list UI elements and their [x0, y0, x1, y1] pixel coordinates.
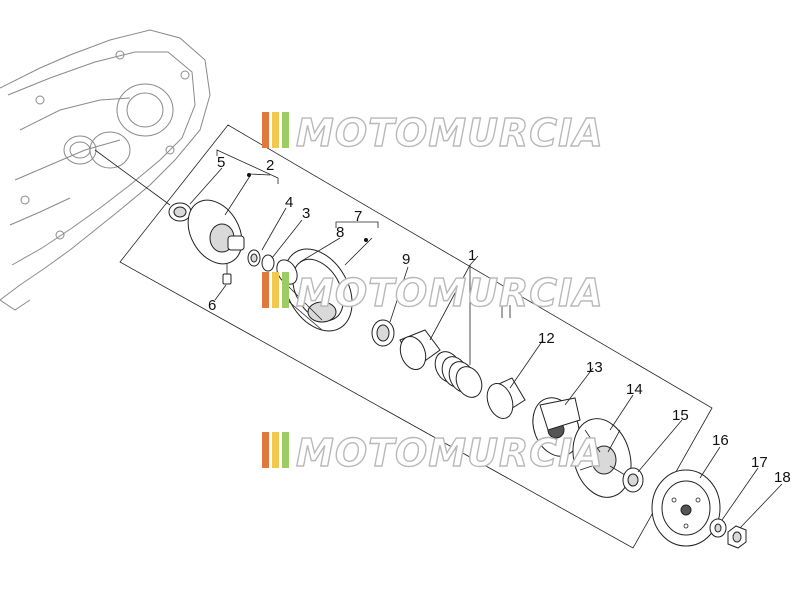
watermark-stripe-2 [272, 272, 279, 308]
callout-1: 1 [468, 247, 476, 264]
leader-lines [189, 167, 783, 529]
watermark-stripe-1 [262, 112, 269, 148]
fixed-half-pulley-part [187, 199, 245, 265]
callout-12: 12 [538, 330, 555, 347]
callout-13: 13 [586, 359, 603, 376]
drum-part [651, 469, 721, 547]
callout-labels: 1 2 3 4 5 6 7 8 9 12 13 14 15 16 17 18 [208, 154, 791, 486]
callout-7: 7 [354, 208, 362, 225]
watermark-stripe-3 [282, 432, 289, 468]
bushing-part [247, 249, 261, 267]
nut-part [727, 525, 747, 549]
group-dot [247, 173, 251, 177]
callout-4: 4 [285, 194, 293, 211]
washer-part [709, 518, 727, 538]
bearing-part [371, 319, 395, 347]
callout-6: 6 [208, 297, 216, 314]
assembly-boundary [119, 124, 713, 549]
watermark-logo-2: MOTOMURCIA [262, 270, 604, 316]
clutch-fan-part [572, 418, 632, 498]
callout-9: 9 [402, 251, 410, 268]
bolt-part [222, 264, 232, 285]
callout-16: 16 [712, 432, 729, 449]
group-dot [364, 238, 368, 242]
bracket-group-2 [216, 149, 279, 184]
watermark-stripe-2 [272, 432, 279, 468]
clutch-part [532, 397, 581, 457]
callout-14: 14 [626, 381, 643, 398]
callout-3: 3 [302, 205, 310, 222]
gasket-part [622, 467, 644, 493]
callout-8: 8 [336, 224, 344, 241]
watermark-stripe-1 [262, 432, 269, 468]
callout-15: 15 [672, 407, 689, 424]
watermark-text: MOTOMURCIA [296, 431, 604, 475]
callout-17: 17 [751, 454, 768, 471]
callout-2: 2 [266, 157, 274, 174]
spacer-part [486, 377, 526, 419]
callout-5: 5 [217, 154, 225, 171]
spring-part [434, 351, 483, 398]
watermark-text: MOTOMURCIA [296, 271, 604, 315]
watermark-logo-3: MOTOMURCIA [262, 430, 604, 476]
watermark: MOTOMURCIA MOTOMURCIA MOTOMURCIA [262, 110, 604, 476]
engine-housing [0, 29, 211, 311]
oil-seal-part [168, 202, 192, 222]
movable-half-pulley-part [276, 248, 353, 332]
sleeve-part [399, 329, 441, 370]
ring-part [261, 254, 275, 272]
watermark-stripe-3 [282, 112, 289, 148]
watermark-stripe-2 [272, 112, 279, 148]
watermark-stripe-3 [282, 272, 289, 308]
watermark-stripe-1 [262, 272, 269, 308]
callout-18: 18 [774, 469, 791, 486]
bracket-group-7 [335, 221, 379, 228]
watermark-logo-1: MOTOMURCIA [262, 110, 604, 156]
watermark-text: MOTOMURCIA [296, 111, 604, 155]
